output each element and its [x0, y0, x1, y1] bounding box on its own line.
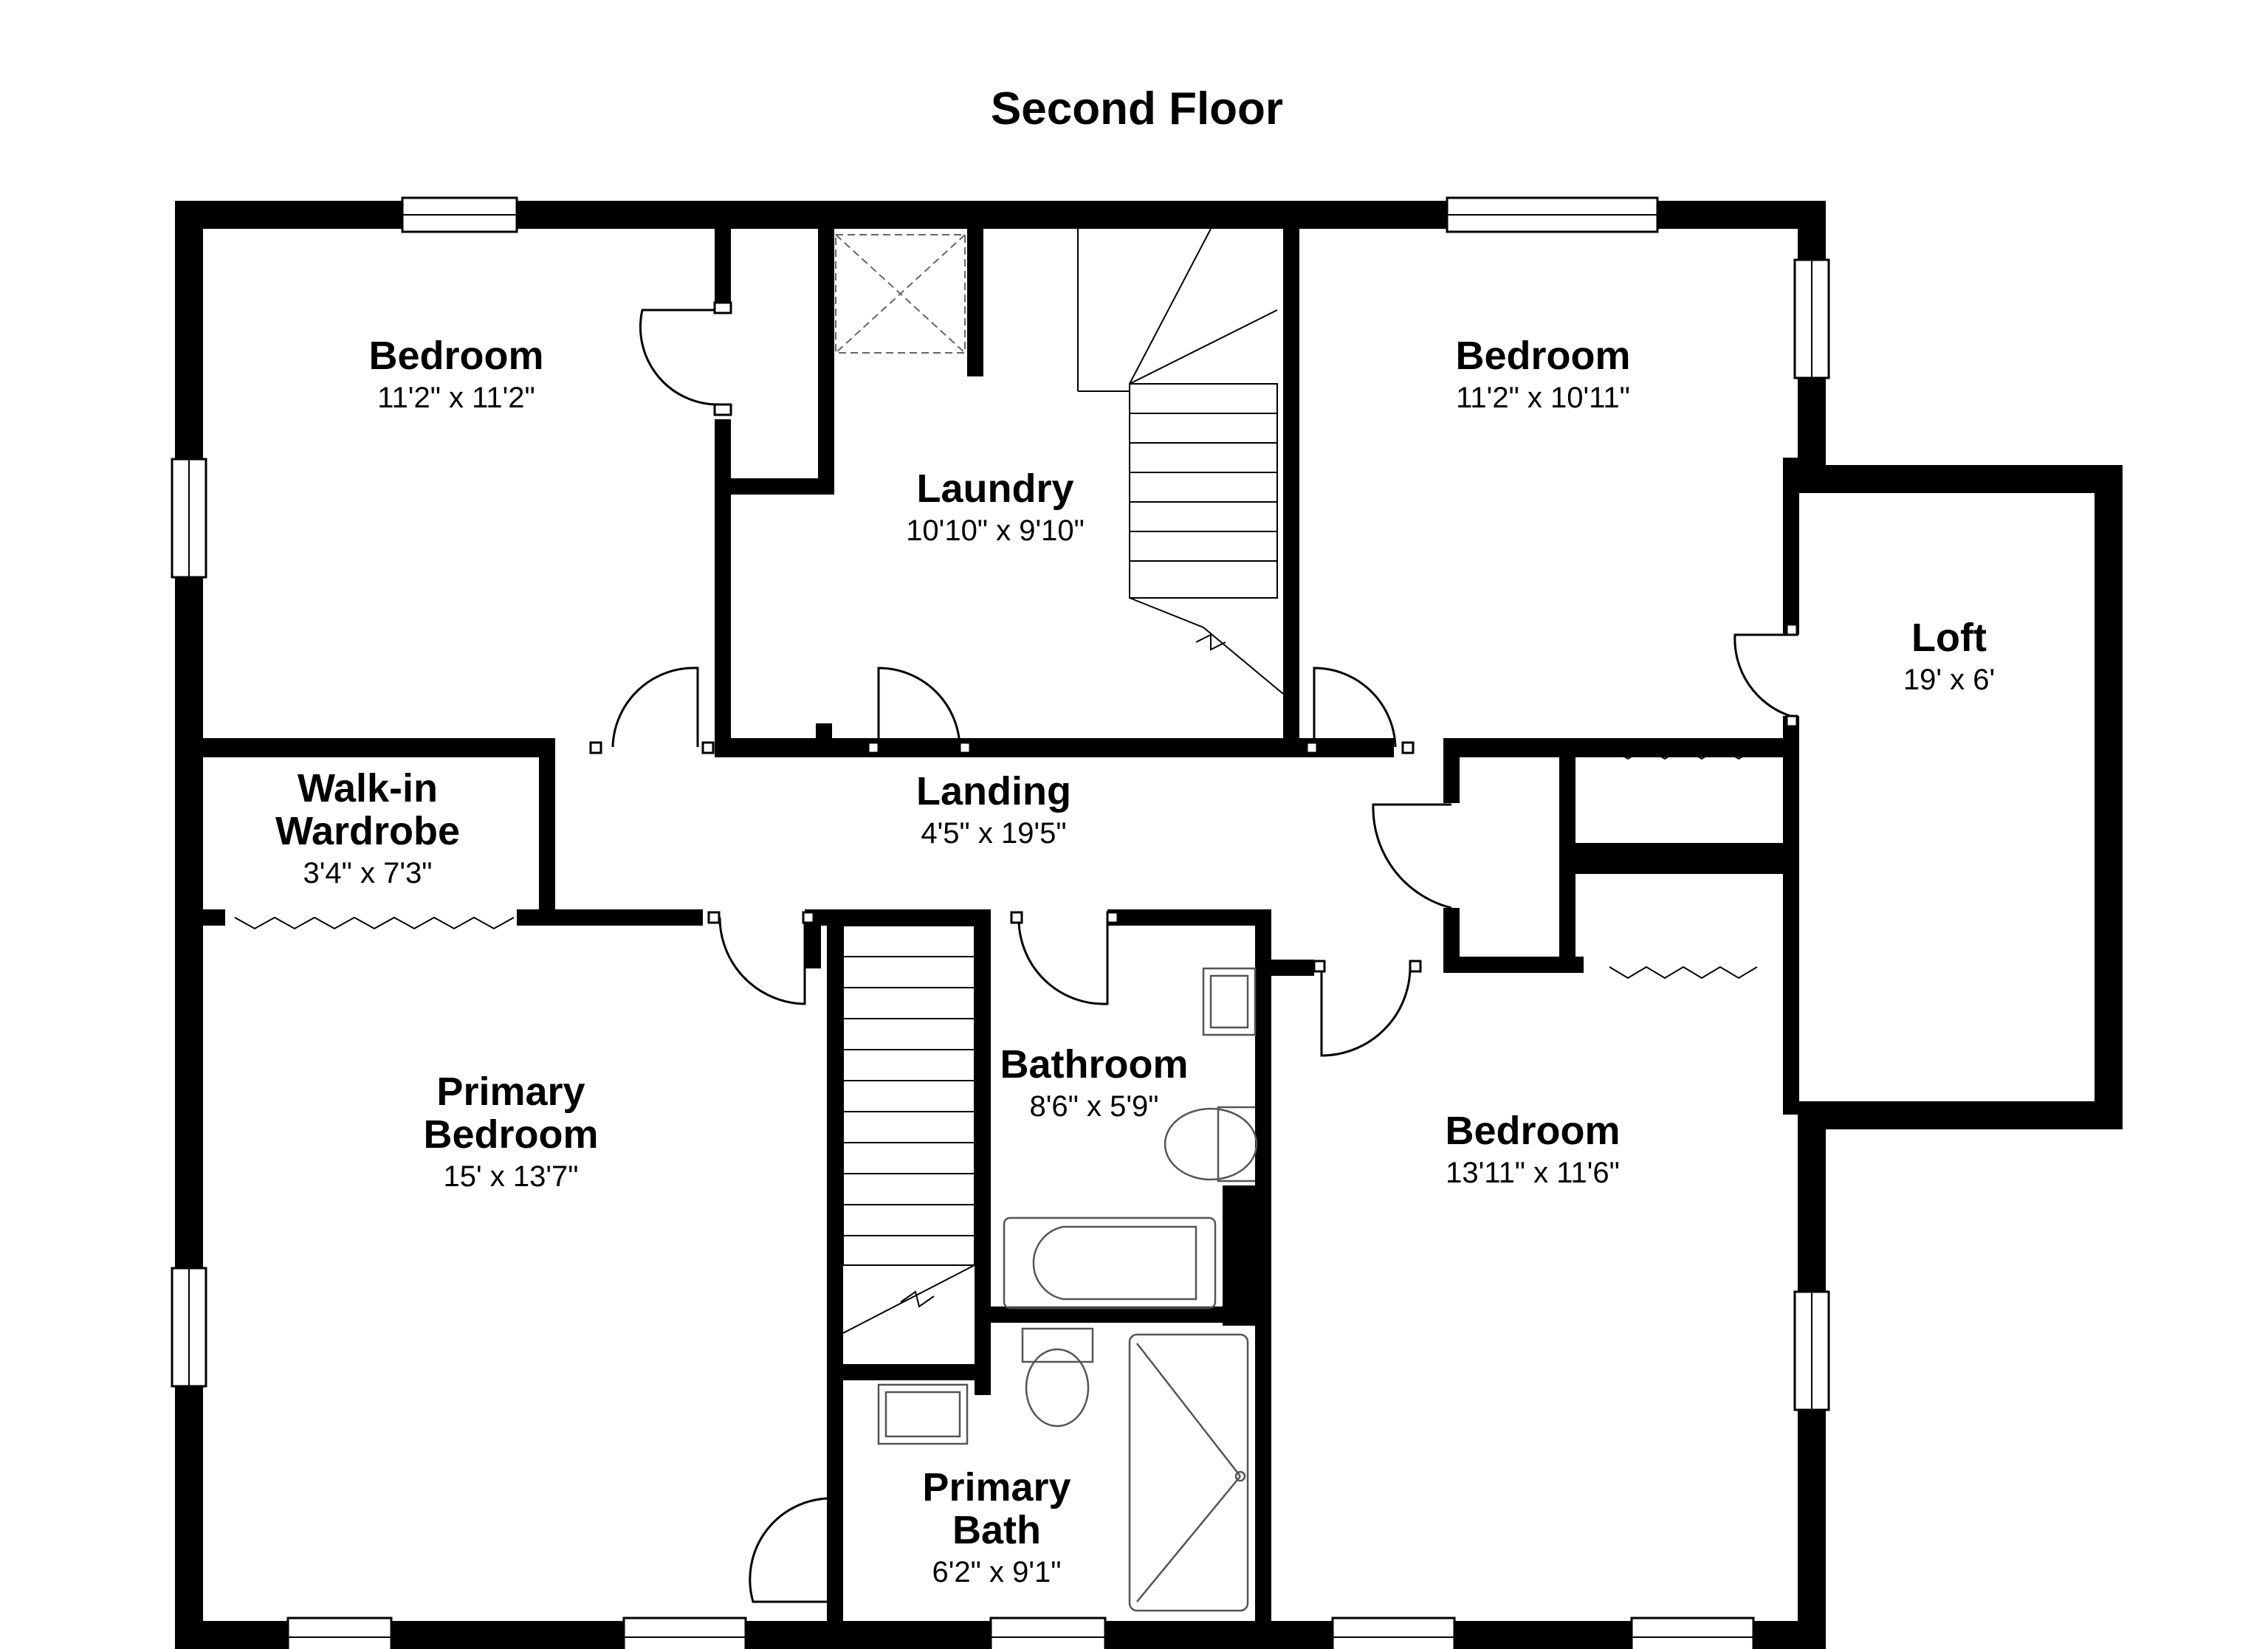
toilet-bowl: [1164, 1107, 1258, 1181]
window: [989, 1617, 1107, 1649]
room-name-laundry: Laundry: [916, 467, 1073, 511]
door: [1320, 966, 1412, 1057]
laundry-box: [835, 234, 966, 354]
room-name-walk-in-wardrobe: Walk-in: [298, 766, 438, 810]
room-dimensions-landing: 4'5" x 19'5": [921, 817, 1066, 850]
bathtub: [1003, 1216, 1217, 1309]
room-dimensions-loft: 19' x 6': [1903, 664, 1995, 696]
room-name-loft: Loft: [1911, 616, 1987, 660]
window-panes: [188, 214, 1812, 1638]
sink: [1202, 967, 1257, 1036]
room-dimensions-primary-bedroom: 15' x 13'7": [444, 1160, 579, 1193]
bathroom-fixtures: [877, 967, 1258, 1612]
door: [877, 667, 961, 748]
room-dimensions-bedroom-nw: 11'2" x 11'2": [377, 382, 535, 414]
room-name-bedroom-se: Bedroom: [1445, 1109, 1620, 1153]
plan-title: Second Floor: [991, 83, 1283, 134]
room-name-primary-bedroom: Primary: [436, 1070, 585, 1114]
sink-basin: [1209, 974, 1249, 1029]
door: [639, 309, 721, 406]
shower-line: [1136, 1476, 1241, 1602]
room-name-bedroom-ne: Bedroom: [1455, 334, 1630, 378]
door-jambs: [589, 301, 1798, 973]
door: [718, 917, 806, 1005]
door: [1733, 633, 1791, 717]
shower-line: [1136, 1343, 1241, 1477]
room-dimensions-bedroom-ne: 11'2" x 10'11": [1456, 382, 1630, 414]
door: [749, 1497, 835, 1603]
interior-walls: [203, 229, 1799, 1633]
primary-toilet-bowl: [1025, 1348, 1090, 1428]
room-name-primary-bath: Bath: [952, 1508, 1041, 1552]
door: [1372, 803, 1452, 909]
window: [622, 1617, 747, 1649]
window: [1331, 1617, 1456, 1649]
room-name-bathroom: Bathroom: [1000, 1042, 1189, 1087]
room-name-bedroom-nw: Bedroom: [368, 334, 543, 378]
stair-upper: [1077, 228, 1284, 695]
window: [1630, 1617, 1755, 1649]
shower: [1128, 1333, 1249, 1612]
bathtub-basin: [1032, 1225, 1197, 1301]
room-name-primary-bedroom: Bedroom: [423, 1112, 598, 1157]
room-name-landing: Landing: [916, 769, 1071, 813]
door: [1313, 667, 1397, 748]
primary-sink-basin: [884, 1391, 961, 1438]
room-dimensions-walk-in-wardrobe: 3'4" x 7'3": [303, 857, 433, 889]
room-name-primary-bath: Primary: [922, 1465, 1071, 1509]
doors: [611, 309, 1791, 1603]
bifold-doors: [234, 746, 1758, 980]
stair-lower: [842, 925, 975, 1334]
shower-drain: [1234, 1470, 1246, 1482]
door: [1017, 917, 1109, 1005]
room-dimensions-bedroom-se: 13'11" x 11'6": [1446, 1157, 1620, 1189]
window: [286, 1617, 393, 1649]
primary-toilet-tank: [1021, 1327, 1094, 1363]
room-dimensions-primary-bath: 6'2" x 9'1": [932, 1556, 1062, 1588]
room-name-walk-in-wardrobe: Wardrobe: [275, 809, 460, 853]
door: [611, 667, 699, 748]
room-dimensions-bathroom: 8'6" x 5'9": [1030, 1090, 1159, 1123]
room-dimensions-laundry: 10'10" x 9'10": [906, 514, 1085, 547]
primary-sink: [877, 1383, 969, 1445]
toilet-tank: [1217, 1106, 1255, 1182]
